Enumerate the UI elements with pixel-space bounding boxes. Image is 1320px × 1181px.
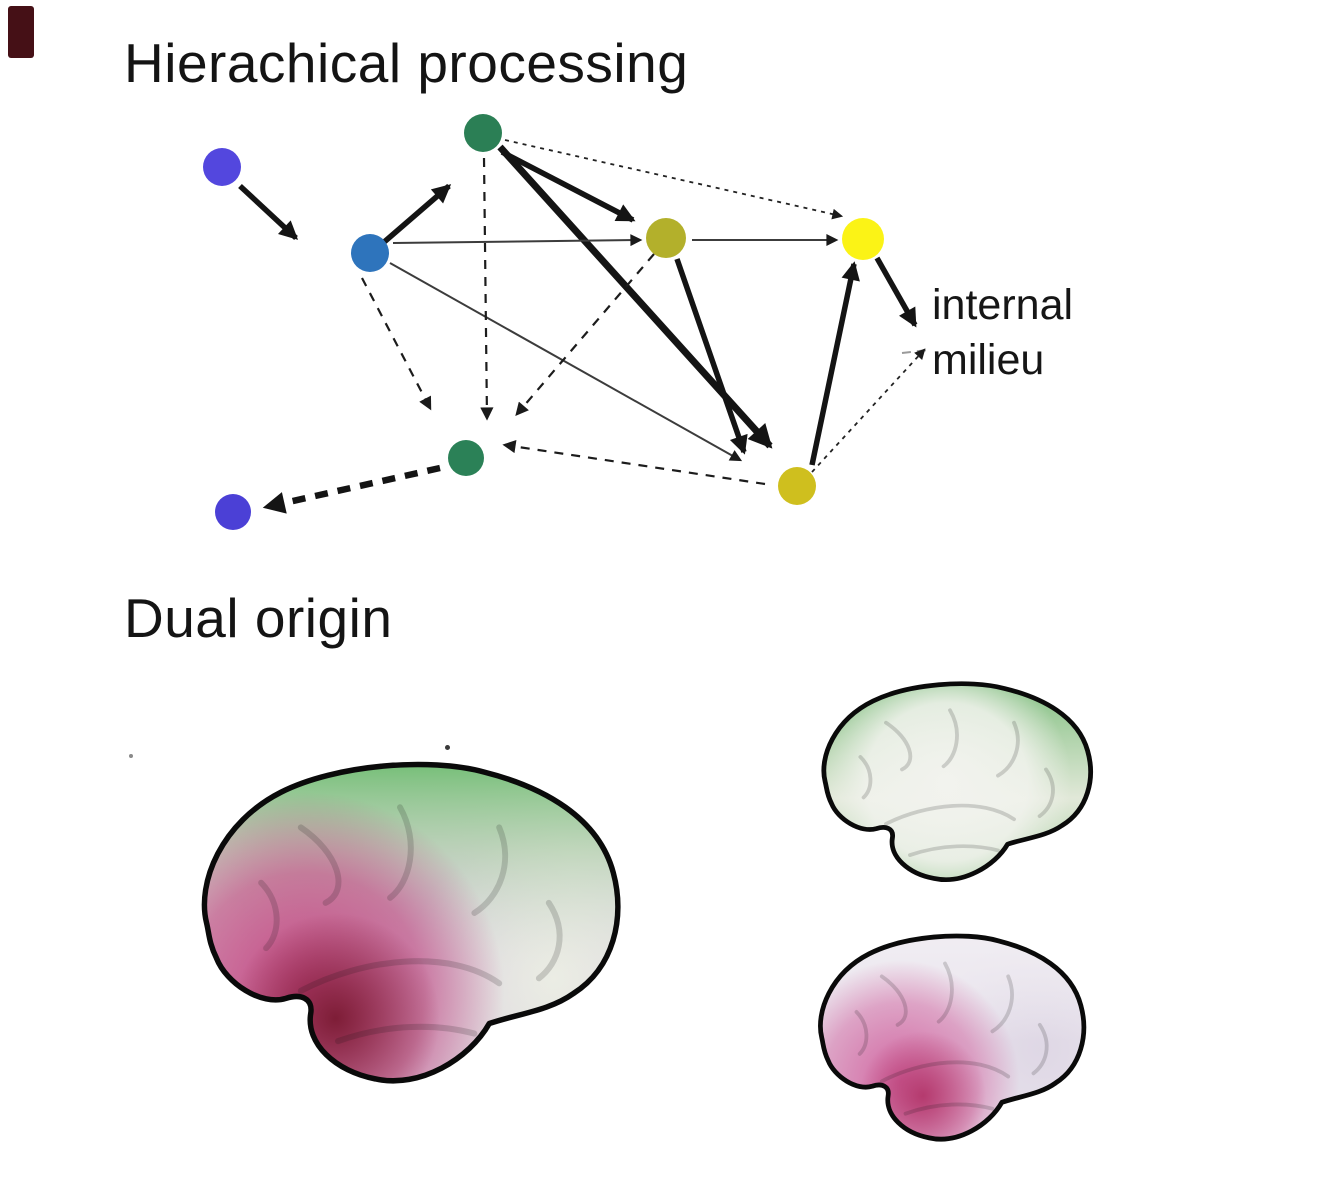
corner-artifact [8,6,34,58]
internal-milieu-label: internal milieu [932,278,1073,388]
node-yellow-lower [778,467,816,505]
brain-pink-fill [820,936,1084,1140]
section-title-dual-origin: Dual origin [124,587,393,649]
brain-green-gradient [790,676,1110,894]
edge-yellow-lower-to-internal-milieu [811,348,926,473]
edge-yellow-lower-to-yellow [809,261,860,466]
brain-pink-gradient [787,928,1103,1154]
node-yellow [842,218,884,260]
node-green-lower [448,440,484,476]
speck-dot [129,754,133,758]
internal-milieu-line1: internal [932,281,1074,329]
edge-yellow-lower-to-green-lower [502,440,766,486]
node-green-top [464,114,502,152]
internal-milieu-line2: milieu [932,336,1045,384]
network-edges-layer [238,139,926,514]
node-olive [646,218,686,258]
edge-olive-to-yellow-lower [674,258,748,455]
edge-green-lower-to-purple-lower [262,464,441,514]
edge-blue-to-green-top [381,183,452,246]
edge-yellow-to-internal-milieu [874,256,918,328]
edge-green-top-to-green-lower [480,157,494,421]
node-blue [351,234,389,272]
section-title-hierarchical: Hierachical processing [124,32,689,94]
edge-blue-to-yellow-lower [389,262,743,462]
node-purple-lower [215,494,251,530]
edge-blue-to-olive [392,234,643,247]
edge-green-top-to-yellow [504,139,844,220]
brain-large-gradient [152,752,648,1104]
brain-green-fill [823,683,1091,880]
edge-green-top-to-olive [500,149,636,223]
node-purple-top [203,148,241,186]
edge-purple-top-to-blue [238,183,299,241]
speck-dot [445,745,450,750]
brain-large-fill [204,764,618,1081]
network-nodes-layer [203,114,884,530]
hierarchical-network-diagram [203,114,929,530]
edge-olive-to-green-lower [515,253,655,417]
edge-blue-to-green-lower [361,277,432,411]
